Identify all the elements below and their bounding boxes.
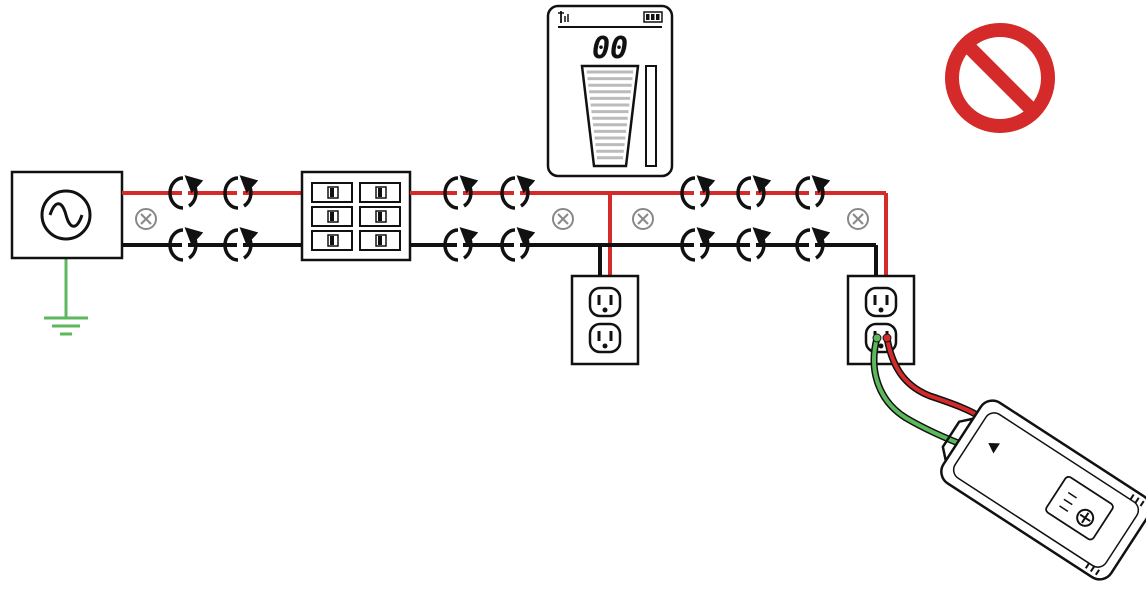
magnetic-field-loop-icon xyxy=(223,227,259,262)
magnetic-field-loop-icon xyxy=(168,175,204,210)
ac-source xyxy=(10,170,124,260)
magnetic-field-loop-icon xyxy=(736,227,772,262)
magnetic-field-loops xyxy=(168,175,831,262)
ground-icon xyxy=(44,316,88,336)
transmitter-panel xyxy=(1045,475,1114,541)
outlet-2 xyxy=(846,274,916,366)
magnetic-field-loop-icon xyxy=(795,175,831,210)
ac-source-icon xyxy=(40,189,92,241)
outlet-2-receptacle-top xyxy=(864,286,898,318)
grip-ridges xyxy=(1084,493,1145,576)
receiver-reading: 00 xyxy=(592,31,628,66)
magnetic-field-loop-icon xyxy=(500,175,536,210)
wire-run-source-panel xyxy=(122,191,302,247)
signal-cross-icon xyxy=(135,208,157,230)
magnetic-field-loop-icon xyxy=(680,227,716,262)
signal-cross-icon xyxy=(632,208,654,230)
magnetic-field-loop-icon xyxy=(168,227,204,262)
magnetic-field-loop-icon xyxy=(443,175,479,210)
antenna-icon xyxy=(558,11,569,23)
outlet-1-receptacle-bottom xyxy=(588,322,622,354)
play-icon xyxy=(988,442,1000,454)
signal-strength-meter xyxy=(580,64,640,168)
outlet-1-receptacle-top xyxy=(588,286,622,318)
test-leads xyxy=(870,333,984,450)
magnetic-field-loop-icon xyxy=(795,227,831,262)
signal-markers xyxy=(135,208,869,230)
signal-cross-icon xyxy=(847,208,869,230)
prohibited-icon xyxy=(945,23,1055,133)
breaker-grid xyxy=(311,182,401,251)
breaker-panel xyxy=(300,170,412,262)
signal-cross-icon xyxy=(552,208,574,230)
magnetic-field-loop-icon xyxy=(680,175,716,210)
signal-bar-meter xyxy=(645,65,657,167)
battery-icon xyxy=(643,11,663,23)
magnetic-field-loop-icon xyxy=(443,227,479,262)
ground-connection xyxy=(44,258,88,336)
receiver-display: 00 xyxy=(546,4,674,178)
magnetic-field-loop-icon xyxy=(500,227,536,262)
magnetic-field-loop-icon xyxy=(736,175,772,210)
transmitter-device xyxy=(940,399,1146,581)
outlet-1 xyxy=(570,274,640,366)
magnetic-field-loop-icon xyxy=(223,175,259,210)
